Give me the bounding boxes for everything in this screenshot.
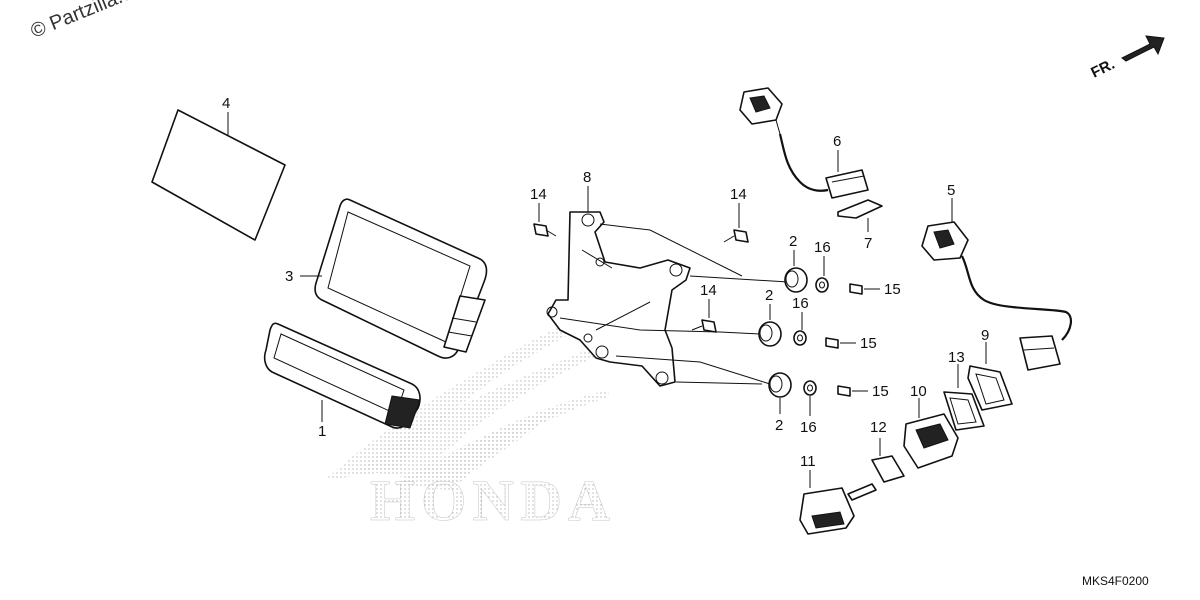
callout-8: 8: [583, 169, 591, 186]
part-7-cushion-pad[interactable]: [837, 199, 883, 219]
callout-14-a: 14: [530, 186, 547, 203]
callout-16-b: 16: [792, 295, 809, 312]
callout-1: 1: [318, 423, 326, 440]
callout-9: 9: [981, 327, 989, 344]
part-11-lid[interactable]: [799, 483, 877, 535]
part-14-bolt[interactable]: [691, 319, 717, 333]
part-14-bolt[interactable]: [533, 223, 557, 237]
part-2-grommet[interactable]: [758, 321, 782, 347]
callout-7: 7: [864, 235, 872, 252]
part-16-collar[interactable]: [803, 380, 817, 396]
callout-12: 12: [870, 419, 887, 436]
callout-14-c: 14: [700, 282, 717, 299]
part-4-screen-film[interactable]: [151, 109, 286, 241]
honda-logo-text: HONDA: [370, 468, 616, 533]
callout-13: 13: [948, 349, 965, 366]
part-14-bolt[interactable]: [723, 229, 749, 243]
watermark: © Partzilla.com: [28, 0, 161, 43]
part-9-seal[interactable]: [967, 365, 1013, 411]
part-10-usb-socket[interactable]: [903, 413, 959, 469]
part-3-meter-case[interactable]: [314, 198, 488, 359]
callout-4: 4: [222, 95, 230, 112]
part-2-grommet[interactable]: [784, 267, 808, 293]
callout-3: 3: [285, 268, 293, 285]
callout-16-a: 16: [814, 239, 831, 256]
front-label: FR.: [1088, 56, 1117, 82]
diagram-code: MKS4F0200: [1082, 574, 1149, 588]
callout-2-c: 2: [775, 417, 783, 434]
part-2-grommet[interactable]: [768, 372, 792, 398]
part-13-gasket[interactable]: [943, 391, 985, 431]
part-16-collar[interactable]: [793, 330, 807, 346]
callout-15-a: 15: [884, 281, 901, 298]
part-6-sub-harness[interactable]: [739, 87, 869, 199]
honda-wing-logo: [325, 308, 615, 490]
callout-2-a: 2: [789, 233, 797, 250]
callout-2-b: 2: [765, 287, 773, 304]
part-15-bolt[interactable]: [837, 385, 851, 397]
callout-14-b: 14: [730, 186, 747, 203]
front-direction-indicator: FR.: [1088, 35, 1165, 82]
callout-15-c: 15: [872, 383, 889, 400]
part-15-bolt[interactable]: [849, 283, 863, 295]
callout-16-c: 16: [800, 419, 817, 436]
part-5-usb-harness[interactable]: [921, 221, 1072, 371]
part-15-bolt[interactable]: [825, 337, 839, 349]
part-12-cover-cap[interactable]: [871, 455, 905, 483]
callout-6: 6: [833, 133, 841, 150]
callout-15-b: 15: [860, 335, 877, 352]
callout-10: 10: [910, 383, 927, 400]
part-8-meter-bracket[interactable]: [546, 211, 691, 387]
callout-5: 5: [947, 182, 955, 199]
front-arrow-icon: [1121, 35, 1165, 62]
part-16-collar[interactable]: [815, 277, 829, 293]
part-1-meter-unit[interactable]: [263, 322, 421, 429]
callout-11: 11: [800, 453, 816, 470]
